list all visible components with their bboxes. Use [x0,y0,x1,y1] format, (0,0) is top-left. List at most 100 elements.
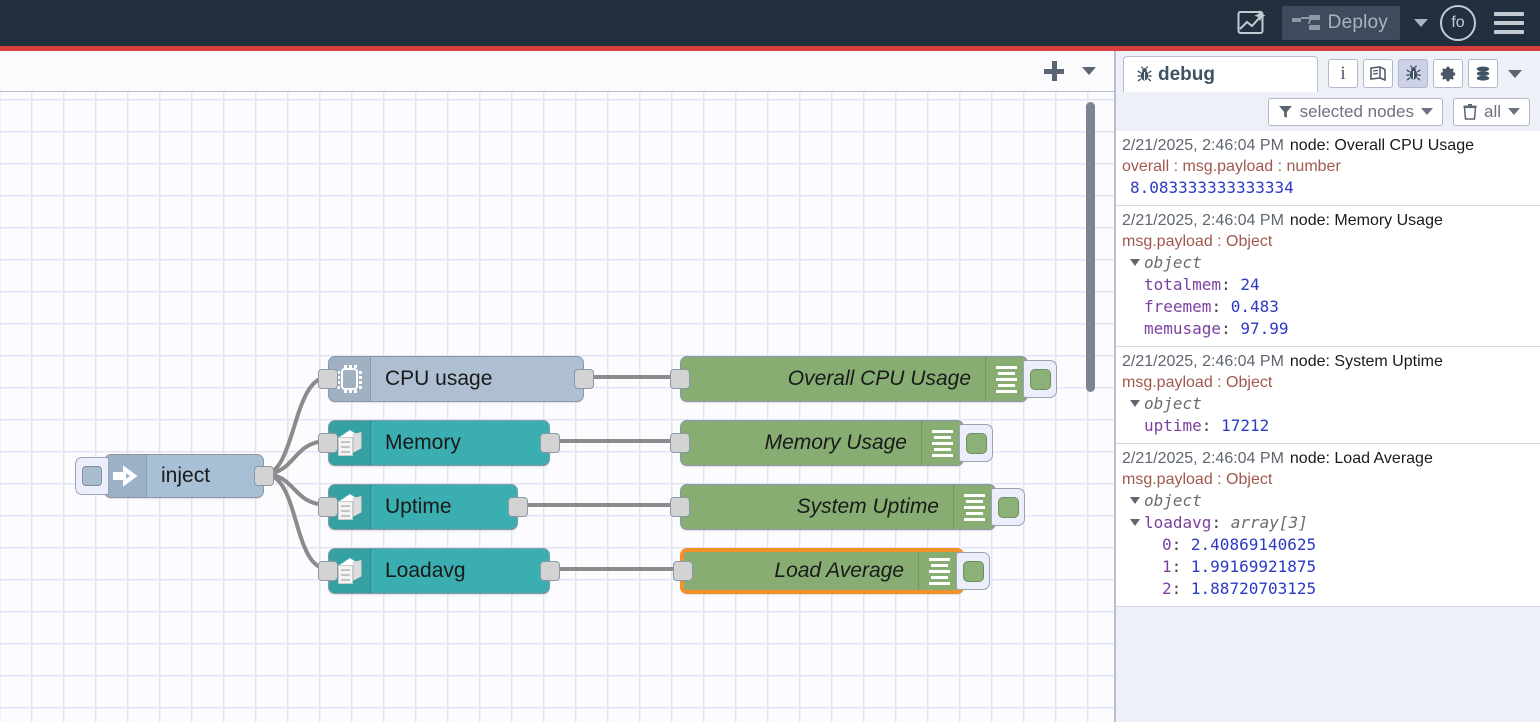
inject-trigger-button[interactable] [75,457,109,495]
collapse-triangle-icon[interactable] [1130,259,1140,266]
debug-node-name: node: System Uptime [1284,353,1443,370]
node-output-port[interactable] [574,369,594,389]
debug-message[interactable]: 2/21/2025, 2:46:04 PMnode: Load Averagem… [1116,444,1540,607]
node-input-port[interactable] [670,497,690,517]
book-icon[interactable] [1363,59,1393,88]
node-input-port[interactable] [673,561,693,581]
node-label: Memory [371,431,549,455]
node-input-port[interactable] [318,561,338,581]
node-input-port[interactable] [318,497,338,517]
node-input-port[interactable] [318,433,338,453]
flow-menu-caret-icon[interactable] [1082,67,1096,75]
deploy-label: Deploy [1322,12,1398,34]
debug-property: freemem: 0.483 [1122,296,1536,318]
debug-message-header: 2/21/2025, 2:46:04 PMnode: System Uptime [1122,351,1536,372]
avatar[interactable]: fo [1440,5,1476,41]
debug-node-name: node: Load Average [1284,450,1433,467]
collapse-triangle-icon[interactable] [1130,400,1140,407]
node-label: Loadavg [371,559,549,583]
filter-caret-icon [1421,108,1433,115]
debug-lines-icon [921,421,963,465]
node-label: Uptime [371,495,517,519]
node-label: System Uptime [681,495,953,519]
node-loadavg[interactable]: Loadavg [328,548,550,594]
bug-icon[interactable] [1398,59,1428,88]
bug-icon [1136,66,1153,83]
node-label: Overall CPU Usage [681,367,985,391]
sidebar-tab-row: debug i [1116,51,1540,92]
node-output-port[interactable] [254,466,274,486]
debug-message[interactable]: 2/21/2025, 2:46:04 PMnode: Memory Usagem… [1116,206,1540,347]
debug-array-item: 1: 1.99169921875 [1122,556,1536,578]
server-cube-icon [336,428,364,458]
debug-object-toggle[interactable]: object [1122,393,1536,415]
funnel-icon [1278,105,1293,119]
debug-toggle-button[interactable] [1023,360,1057,398]
debug-object-toggle[interactable]: object [1122,490,1536,512]
flow-assist-icon[interactable] [1230,3,1274,43]
trash-icon [1463,104,1477,120]
debug-message-header: 2/21/2025, 2:46:04 PMnode: Load Average [1122,448,1536,469]
filter-selected-nodes-button[interactable]: selected nodes [1268,98,1443,126]
node-input-port[interactable] [670,433,690,453]
node-input-port[interactable] [318,369,338,389]
cpu-chip-icon [337,365,362,393]
debug-message[interactable]: 2/21/2025, 2:46:04 PMnode: System Uptime… [1116,347,1540,444]
tab-debug[interactable]: debug [1123,56,1318,92]
sidebar: debug i [1114,51,1540,722]
node-dbg2[interactable]: Memory Usage [680,420,964,466]
debug-lines-icon [985,357,1027,401]
debug-message-header: 2/21/2025, 2:46:04 PMnode: Overall CPU U… [1122,135,1536,156]
node-label: inject [147,464,263,488]
node-cpu[interactable]: CPU usage [328,356,584,402]
debug-timestamp: 2/21/2025, 2:46:04 PM [1122,137,1284,154]
node-uptime[interactable]: Uptime [328,484,518,530]
debug-array-toggle[interactable]: loadavg: array[3] [1122,512,1536,534]
filter-label: selected nodes [1300,102,1414,122]
debug-lines-icon [918,552,960,590]
deploy-dropdown-caret-icon[interactable] [1414,19,1428,27]
debug-message[interactable]: 2/21/2025, 2:46:04 PMnode: Overall CPU U… [1116,131,1540,206]
sidebar-filter-row: selected nodes all [1116,92,1540,131]
debug-toggle-button[interactable] [956,552,990,590]
sidebar-tool-buttons: i [1328,59,1522,92]
node-memory[interactable]: Memory [328,420,550,466]
arrow-right-icon [113,464,139,488]
debug-toggle-button[interactable] [991,488,1025,526]
debug-message-list[interactable]: 2/21/2025, 2:46:04 PMnode: Overall CPU U… [1116,131,1540,722]
node-label: Memory Usage [681,431,921,455]
debug-object-toggle[interactable]: object [1122,252,1536,274]
hamburger-menu-icon[interactable] [1494,12,1524,34]
add-flow-button[interactable] [1044,61,1064,81]
debug-topic: overall : msg.payload : number [1122,156,1536,177]
node-output-port[interactable] [540,433,560,453]
node-inject[interactable]: inject [104,454,264,498]
debug-toggle-button[interactable] [959,424,993,462]
debug-array-item: 0: 2.40869140625 [1122,534,1536,556]
collapse-triangle-icon[interactable] [1130,497,1140,504]
info-icon[interactable]: i [1328,59,1358,88]
flow-tab-bar [0,51,1114,92]
flow-canvas[interactable]: inject CPU usageMemoryUptimeLoadavg Overal… [0,92,1114,722]
canvas-vertical-scrollbar[interactable] [1086,102,1095,392]
node-dbg4[interactable]: Load Average [680,548,964,594]
deploy-nodes-icon [1292,13,1322,33]
node-dbg3[interactable]: System Uptime [680,484,996,530]
layers-icon[interactable] [1468,59,1498,88]
node-output-port[interactable] [540,561,560,581]
collapse-triangle-icon[interactable] [1130,519,1140,526]
sidebar-more-caret-icon[interactable] [1508,70,1522,78]
debug-node-name: node: Overall CPU Usage [1284,137,1474,154]
clear-caret-icon [1508,108,1520,115]
node-input-port[interactable] [670,369,690,389]
node-icon [105,455,147,497]
deploy-button[interactable]: Deploy [1282,6,1400,40]
node-output-port[interactable] [508,497,528,517]
debug-topic: msg.payload : Object [1122,469,1536,490]
gear-icon[interactable] [1433,59,1463,88]
debug-value: 8.083333333333334 [1122,177,1536,199]
clear-label: all [1484,102,1501,122]
node-dbg1[interactable]: Overall CPU Usage [680,356,1028,402]
debug-topic: msg.payload : Object [1122,372,1536,393]
clear-all-button[interactable]: all [1453,98,1530,126]
